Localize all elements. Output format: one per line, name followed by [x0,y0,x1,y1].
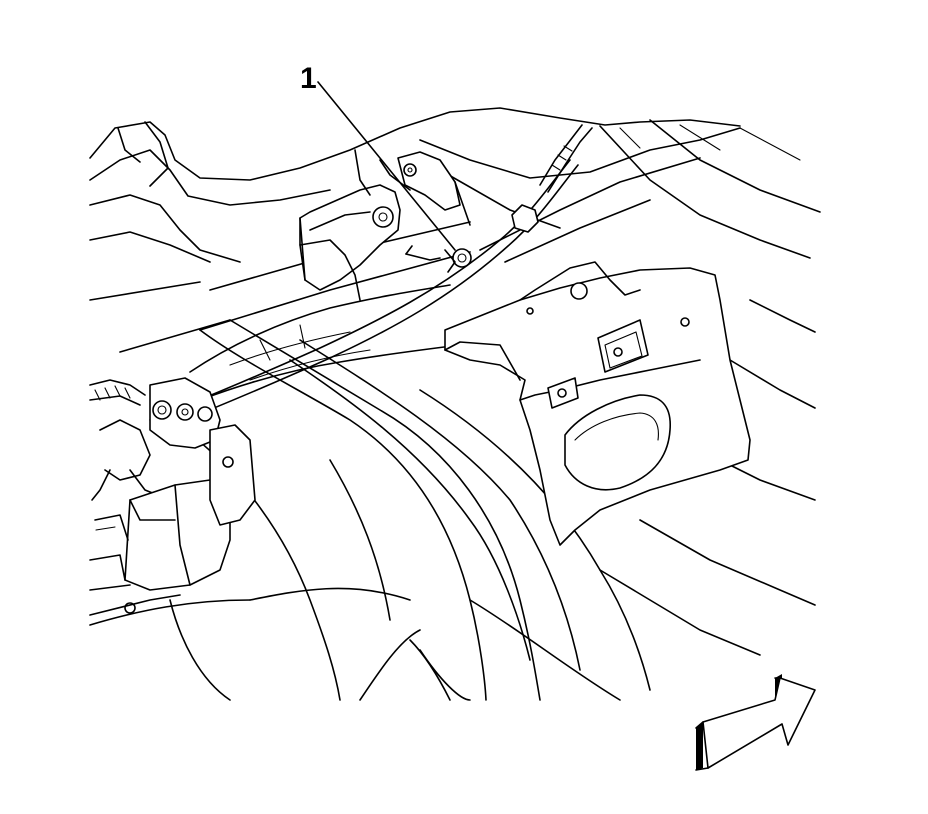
right-shield-bracket [444,261,751,546]
front-direction-arrow [695,674,816,771]
cable-equalizer-assembly [89,377,221,501]
callout-label: 1 [300,62,317,95]
callout-1: 1 [300,62,456,251]
exhaust-heat-shield [189,284,461,401]
parking-brake-cable [149,124,593,431]
shield-bulge [564,394,671,491]
upper-left-bracket [299,149,471,301]
lower-left-bracket [89,424,256,616]
cable-retainer-clip [452,248,472,268]
upper-body-panel [89,107,821,263]
floor-pan-contours [89,319,651,701]
